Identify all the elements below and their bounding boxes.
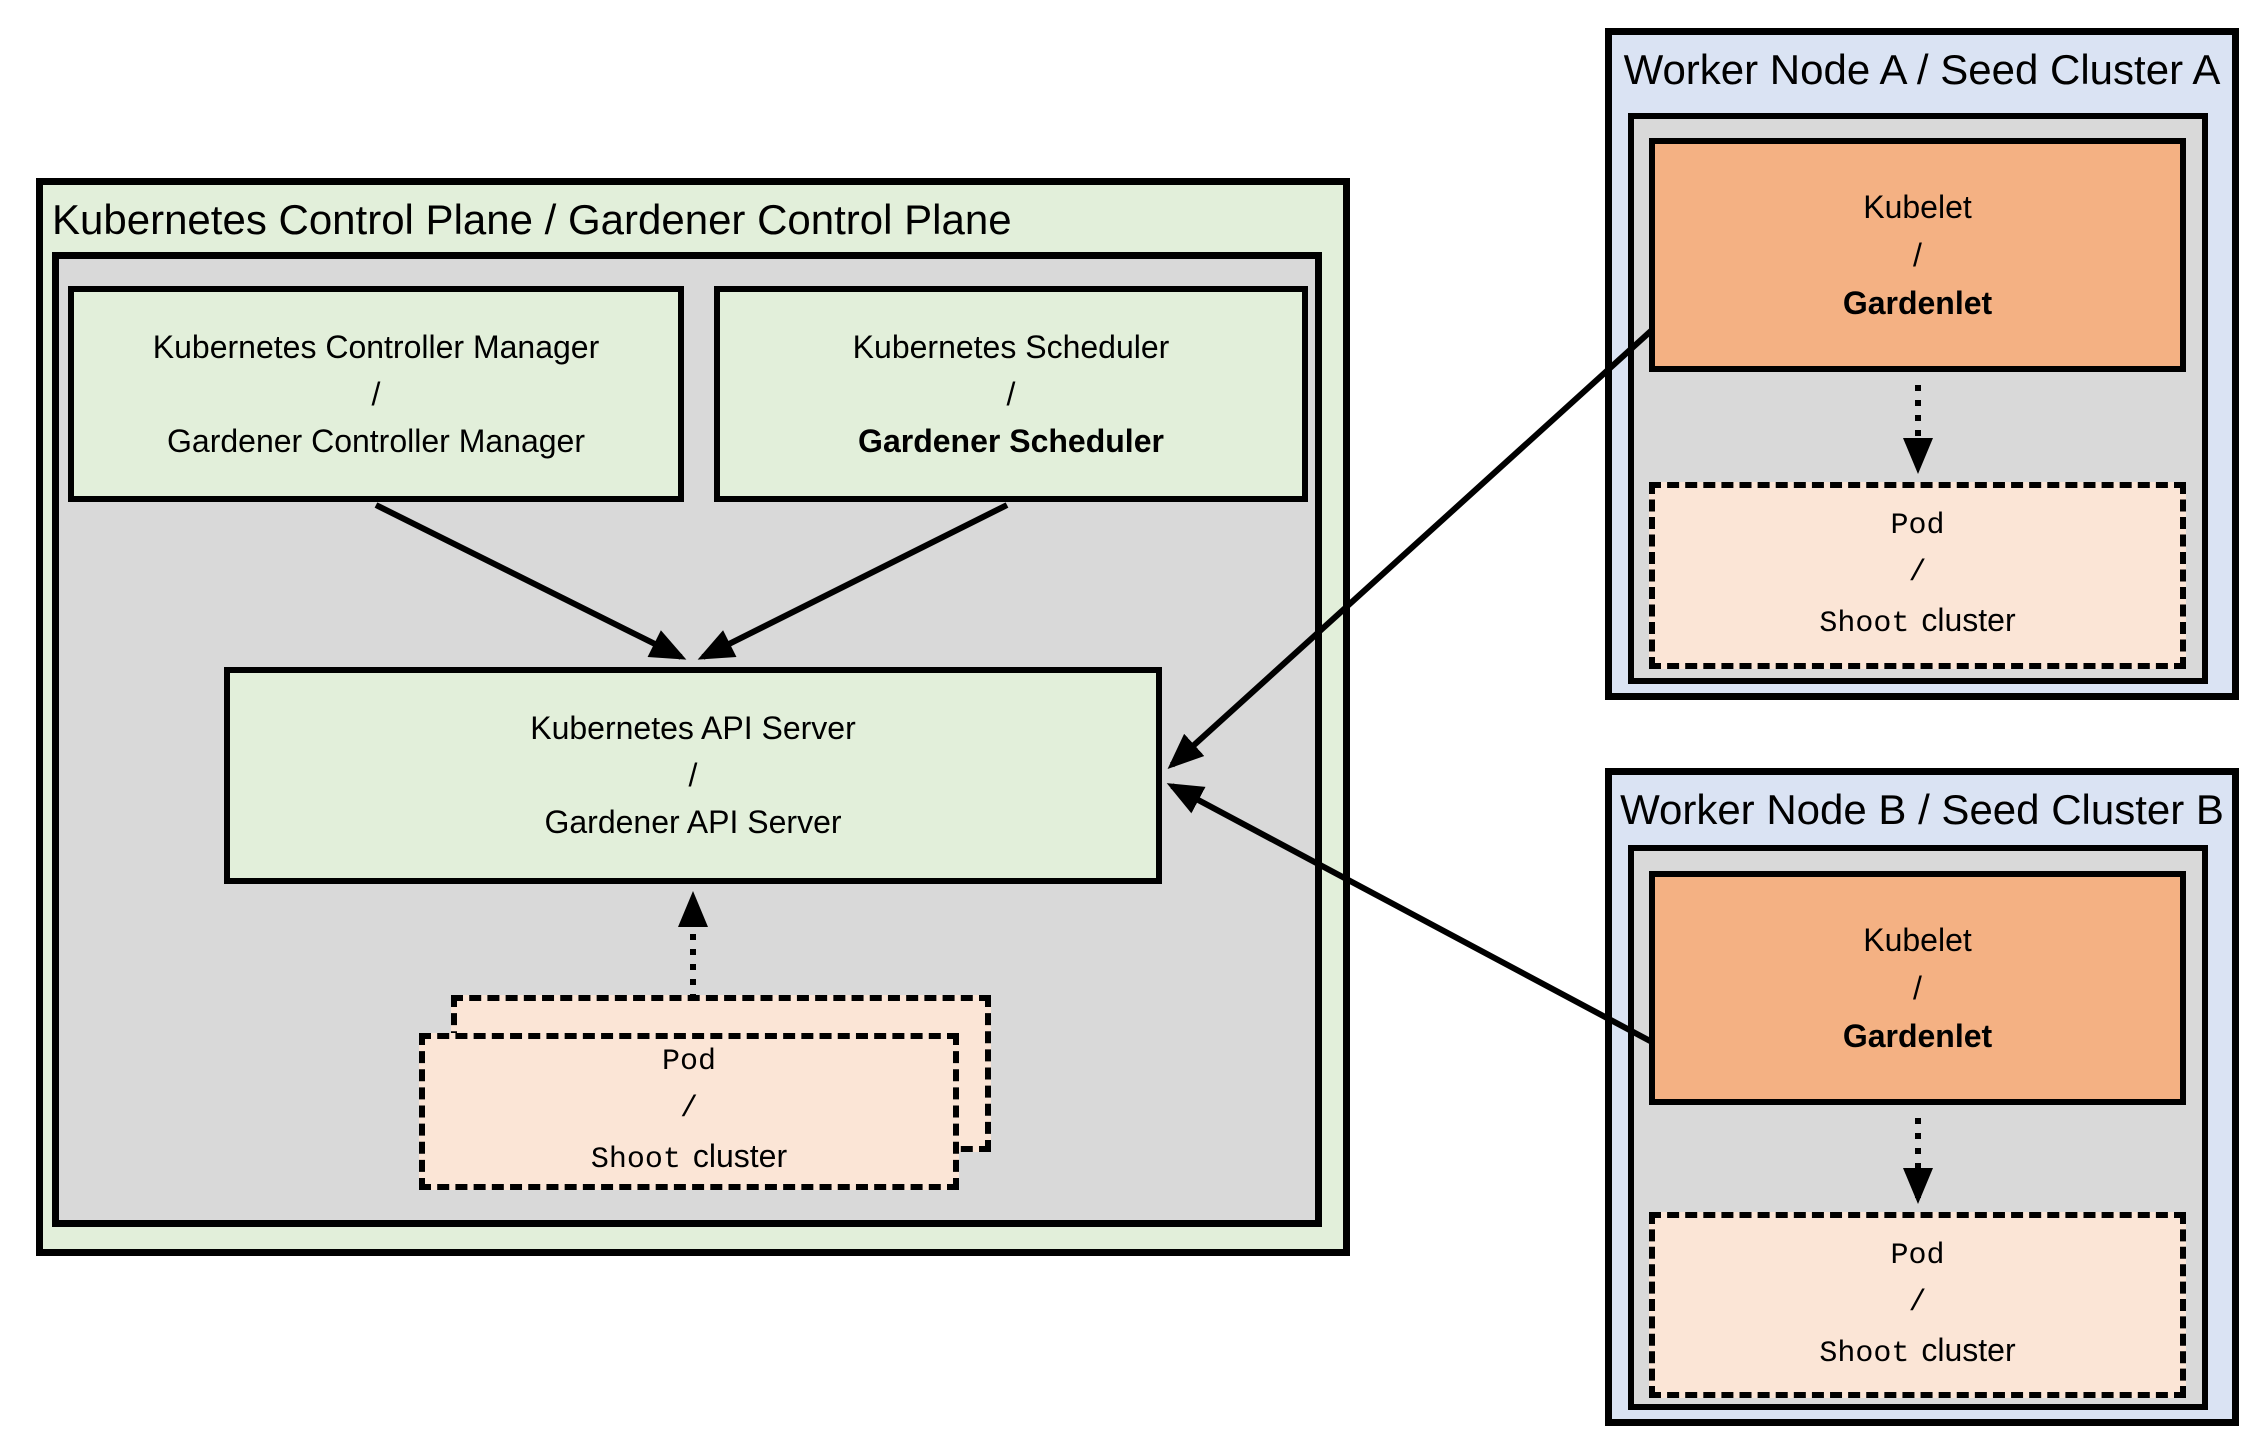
pod-line2: Shoot cluster	[1819, 597, 2015, 648]
scheduler-line1: Kubernetes Scheduler	[852, 328, 1170, 365]
pod-line2-rest: cluster	[692, 1138, 788, 1174]
pod-line2: Shoot cluster	[1819, 1327, 2015, 1378]
worker-node-b-title: Worker Node B / Seed Cluster B	[1620, 786, 2224, 833]
pod-line1: Pod	[661, 1045, 716, 1079]
control-plane-title: Kubernetes Control Plane / Gardener Cont…	[52, 196, 1012, 243]
pod-line2-code: Shoot	[590, 1143, 681, 1177]
slash-separator: /	[1913, 237, 1922, 273]
slash-separator: /	[1913, 970, 1922, 1006]
kubelet-a-line1: Kubelet	[1863, 189, 1972, 225]
pod-line1: Pod	[1890, 509, 1945, 543]
pod-line1: Pod	[1890, 1238, 1945, 1273]
kubelet-a-line2: Gardenlet	[1842, 285, 1993, 321]
pod-line2-code: Shoot	[1819, 607, 1910, 641]
pod-line2-rest: cluster	[1921, 602, 2016, 638]
controller-manager-box: Kubernetes Controller Manager / Gardener…	[68, 286, 684, 502]
pod-line2: Shoot cluster	[591, 1133, 787, 1184]
slash-separator: /	[679, 1092, 698, 1126]
kubelet-b-line1: Kubelet	[1863, 922, 1972, 958]
scheduler-line2: Gardener Scheduler	[858, 422, 1164, 459]
slash-separator: /	[688, 757, 698, 793]
kubelet-a-box: Kubelet / Gardenlet	[1649, 138, 2186, 372]
slash-separator: /	[371, 375, 381, 412]
pod-a-box: Pod / Shoot cluster	[1649, 482, 2186, 669]
slash-separator: /	[1908, 556, 1927, 590]
kubelet-b-box: Kubelet / Gardenlet	[1649, 871, 2186, 1105]
kubelet-b-line2: Gardenlet	[1842, 1018, 1993, 1054]
pod-stack-front-box: Pod / Shoot cluster	[419, 1033, 959, 1190]
api-server-box: Kubernetes API Server / Gardener API Ser…	[224, 667, 1162, 884]
pod-line2-code: Shoot	[1819, 1336, 1910, 1371]
controller-manager-line1: Kubernetes Controller Manager	[152, 328, 600, 365]
slash-separator: /	[1908, 1285, 1927, 1320]
scheduler-box: Kubernetes Scheduler / Gardener Schedule…	[714, 286, 1308, 502]
pod-b-box: Pod / Shoot cluster	[1649, 1212, 2186, 1398]
api-server-line1: Kubernetes API Server	[530, 710, 856, 746]
pod-line2-rest: cluster	[1921, 1331, 2016, 1368]
controller-manager-line2: Gardener Controller Manager	[167, 422, 585, 459]
api-server-line2: Gardener API Server	[544, 804, 842, 840]
slash-separator: /	[1006, 375, 1016, 412]
worker-node-a-title: Worker Node A / Seed Cluster A	[1623, 46, 2221, 93]
